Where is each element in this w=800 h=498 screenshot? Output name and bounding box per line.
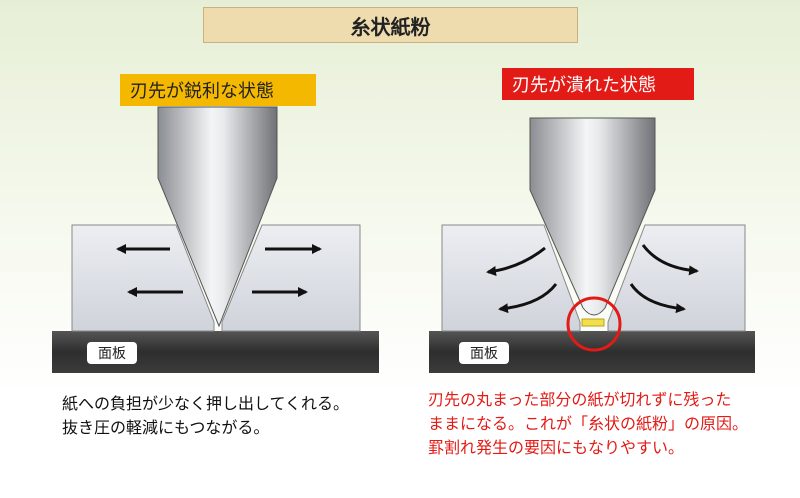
- left-arrows: [116, 244, 322, 297]
- right-desc-line: ままになる。これが「糸状の紙粉」の原因。: [428, 414, 749, 433]
- right-desc-line: 罫割れ発生の要因にもなりやすい。: [428, 438, 685, 457]
- diagram-title: 糸状紙粉: [203, 7, 578, 43]
- right-description: 刃先の丸まった部分の紙が切れずに残った ままになる。これが「糸状の紙粉」の原因。…: [428, 388, 748, 460]
- right-arrows: [486, 244, 699, 314]
- right-plate-label: 面板: [459, 342, 509, 364]
- curve-arrow-left-upper: [486, 246, 546, 276]
- left-plate-label: 面板: [87, 342, 137, 364]
- right-paper: [441, 224, 746, 332]
- left-desc-line: 抜き圧の軽減にもつながる。: [62, 418, 270, 437]
- paper-residue: [581, 318, 605, 327]
- sharp-blade-label: 刃先が鋭利な状態: [120, 74, 316, 106]
- left-paper: [71, 224, 361, 332]
- curve-arrow-right-lower: [629, 283, 686, 314]
- curve-arrow-right-upper: [641, 244, 699, 276]
- curve-arrow-left-lower: [498, 283, 558, 314]
- highlight-circle: [566, 296, 622, 352]
- left-blade: [157, 106, 278, 328]
- right-desc-line: 刃先の丸まった部分の紙が切れずに残った: [428, 390, 732, 409]
- left-desc-line: 紙への負担が少なく押し出してくれる。: [62, 394, 350, 413]
- right-blade: [529, 117, 656, 316]
- dull-blade-label: 刃先が潰れた状態: [502, 68, 694, 100]
- left-description: 紙への負担が少なく押し出してくれる。 抜き圧の軽減にもつながる。: [62, 392, 349, 440]
